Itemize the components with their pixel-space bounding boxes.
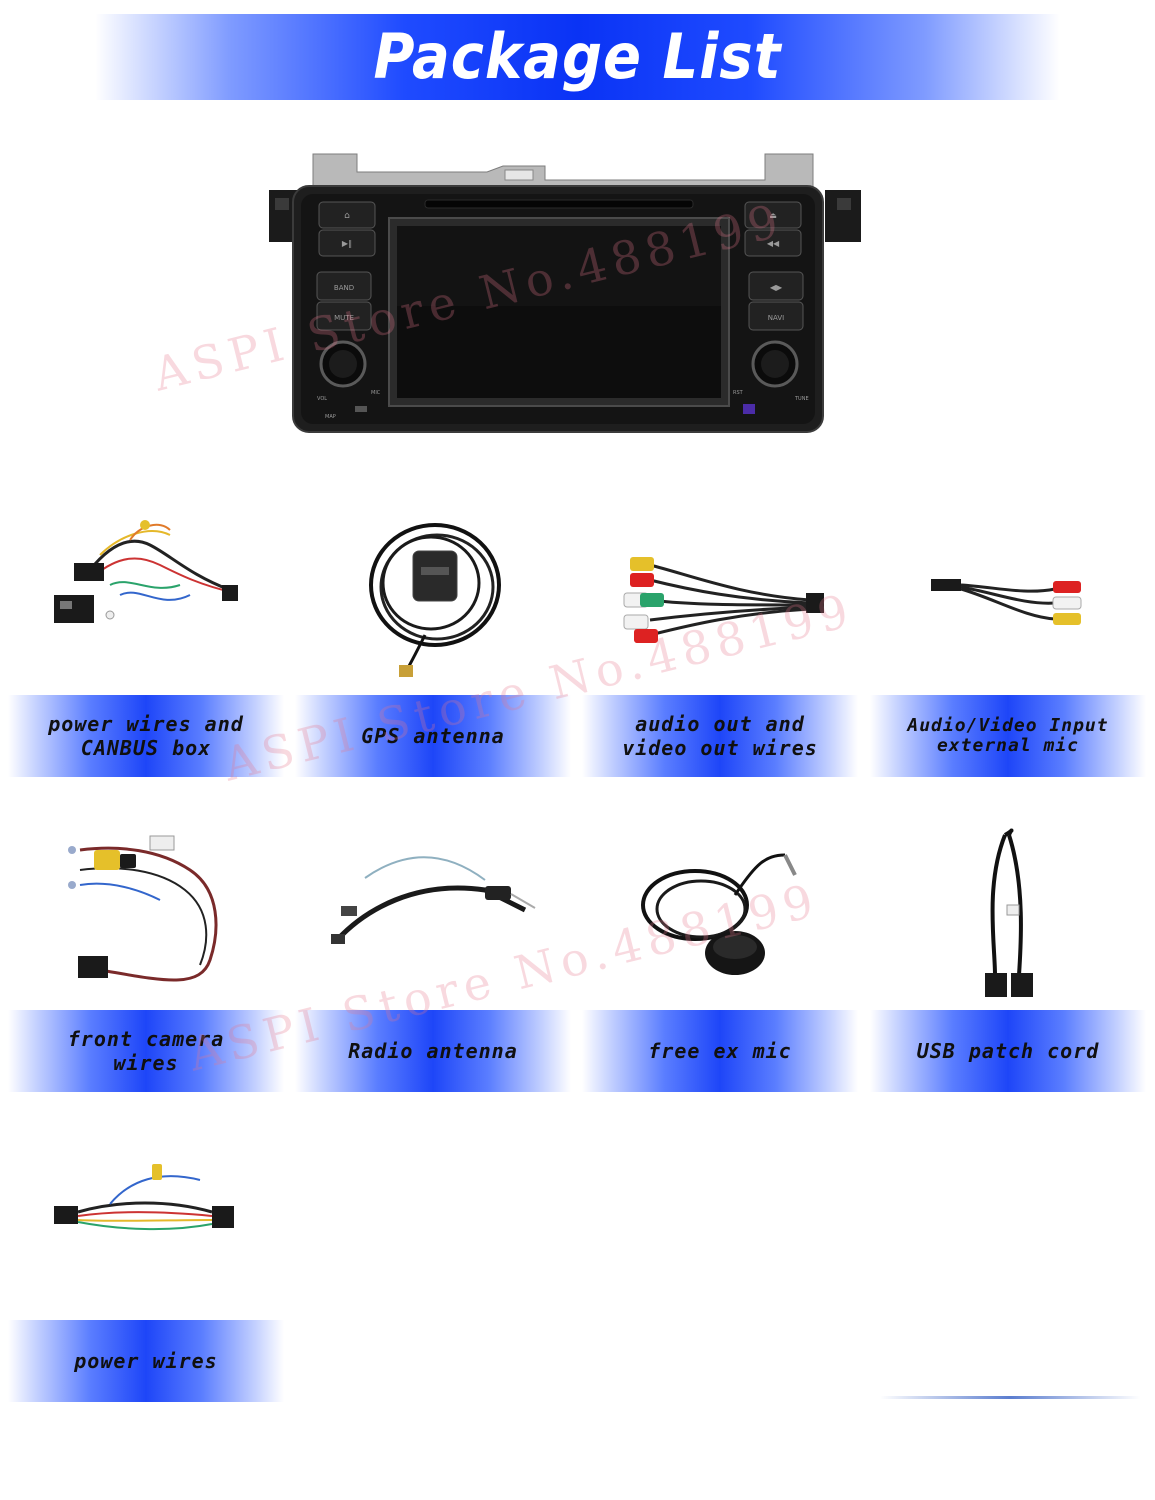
svg-text:MUTE: MUTE (334, 314, 354, 322)
svg-text:MAP: MAP (325, 414, 336, 420)
label-free-ex-mic: free ex mic (582, 1010, 858, 1092)
divider-line (880, 1396, 1140, 1399)
svg-text:RST: RST (733, 390, 744, 396)
title-banner: Package List (95, 14, 1060, 100)
power-wires-canbus-image (50, 515, 250, 639)
label-av-input-mic: Audio/Video Input external mic (870, 695, 1146, 777)
radio-antenna-image (325, 850, 545, 964)
label-power-wires: power wires (8, 1320, 284, 1402)
power-wires-image (50, 1160, 240, 1254)
svg-text:◀▶: ◀▶ (770, 283, 783, 292)
front-camera-wires-image (60, 830, 230, 1004)
svg-text:MIC: MIC (371, 390, 381, 396)
label-front-camera-wires: front camera wires (8, 1010, 284, 1092)
svg-text:▶‖: ▶‖ (342, 239, 352, 248)
label-radio-antenna: Radio antenna (295, 1010, 571, 1092)
svg-text:◀◀: ◀◀ (767, 239, 780, 248)
label-usb-patch-cord: USB patch cord (870, 1010, 1146, 1092)
av-input-mic-image (925, 565, 1095, 639)
ex-mic-image (635, 835, 815, 989)
page-title: Package List (373, 20, 782, 94)
head-unit-image: BAND MUTE ⌂ ▶‖ NAVI ⏏ ◀◀ ◀▶ VOL MIC MAP … (265, 150, 865, 440)
svg-text:NAVI: NAVI (768, 314, 784, 322)
svg-text:⌂: ⌂ (344, 211, 350, 221)
svg-text:VOL: VOL (317, 396, 327, 402)
label-audio-video-out: audio out and video out wires (582, 695, 858, 777)
label-power-wires-canbus: power wires and CANBUS box (8, 695, 284, 777)
audio-video-out-wires-image (610, 545, 830, 659)
usb-patch-cord-image (975, 825, 1055, 1009)
svg-text:⏏: ⏏ (769, 211, 777, 220)
gps-antenna-image (365, 515, 505, 689)
svg-text:BAND: BAND (334, 284, 354, 292)
svg-text:TUNE: TUNE (794, 396, 809, 402)
label-gps-antenna: GPS antenna (295, 695, 571, 777)
